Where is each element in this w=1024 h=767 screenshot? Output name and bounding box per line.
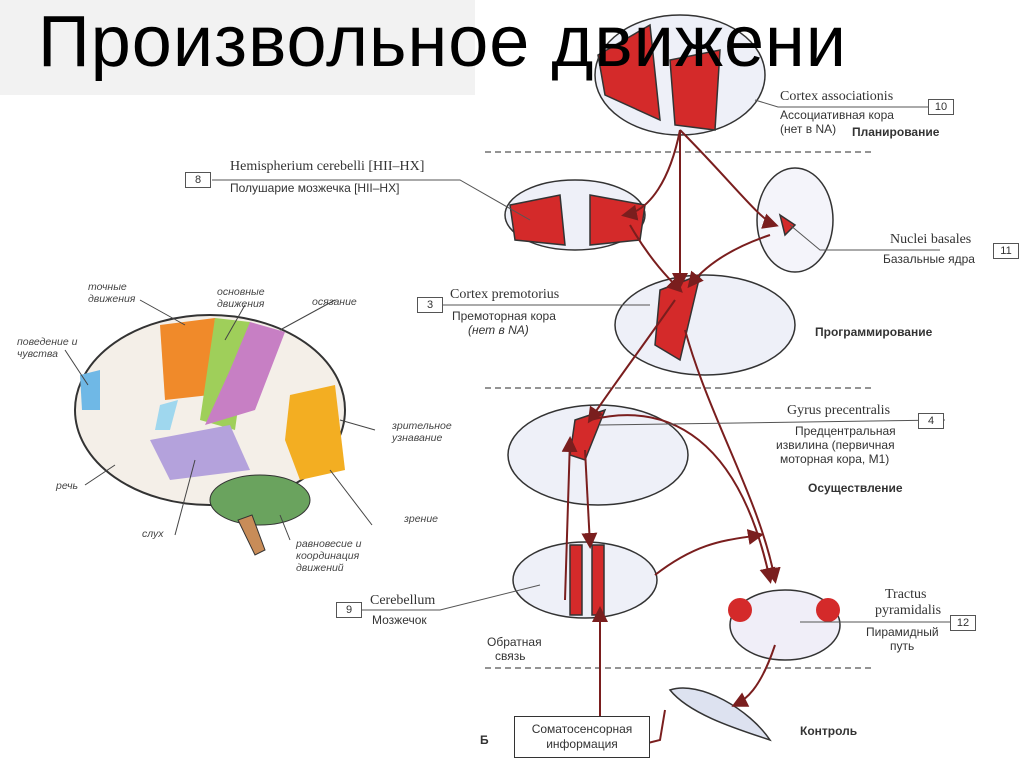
number-8: 8 (185, 172, 211, 188)
leader-lines (64, 99, 974, 623)
feedback-line-1: Обратная (487, 635, 542, 649)
number-3: 3 (417, 297, 443, 313)
number-4: 4 (918, 413, 944, 429)
label-hearing: слух (142, 528, 164, 540)
label-balance: равновесие и координация движений (296, 538, 362, 574)
nuclei-basales-latin: Nuclei basales (890, 232, 972, 247)
pyramidal-latin-1: Tractus (885, 587, 927, 602)
label-vision: зрение (404, 513, 439, 525)
precentral-russian-1: Предцентральная (795, 424, 896, 438)
stage-programming: Программирование (815, 325, 933, 339)
number-10: 10 (928, 99, 954, 115)
premotor-latin: Cortex premotorius (450, 287, 560, 302)
precentral-latin: Gyrus precentralis (787, 403, 891, 418)
hemispherium-latin: Hemispherium cerebelli [HII–HX] (230, 159, 425, 174)
label-touch: осязание (312, 296, 357, 308)
hemispherium-russian: Полушарие мозжечка [HII–HX] (230, 181, 400, 195)
number-9: 9 (336, 602, 362, 618)
lateral-brain-illustration (74, 314, 346, 556)
cerebellum-russian: Мозжечок (372, 613, 427, 627)
precentral-russian-2: извилина (первичная (776, 438, 895, 452)
premotor-note: (нет в NA) (468, 323, 529, 337)
label-behavior: поведение и чувства (17, 336, 78, 360)
pyramidal-russian-2: путь (890, 639, 915, 653)
cortex-assoc-russian: Ассоциативная кора (780, 108, 894, 122)
title-background (0, 0, 475, 95)
stage-control: Контроль (800, 724, 858, 738)
stage-execution: Осуществление (808, 481, 903, 495)
somatosensory-line-1: Соматосенсорная (531, 722, 633, 736)
label-visual-recognition: зрительное узнавание (392, 420, 452, 444)
premotor-russian: Премоторная кора (452, 309, 556, 323)
somatosensory-line-2: информация (546, 737, 618, 751)
cortex-assoc-latin: Cortex associationis (780, 89, 894, 104)
slide-title: Произвольное движени (38, 2, 848, 82)
precentral-russian-3: моторная кора, M1) (780, 452, 890, 466)
label-speech: речь (56, 480, 79, 492)
number-12: 12 (950, 615, 976, 631)
cortex-assoc-note: (нет в NA) (780, 122, 837, 136)
label-basic-movements: основные движения (217, 286, 265, 310)
somatosensory-box: Соматосенсорная информация (514, 716, 650, 758)
cerebellum-latin: Cerebellum (370, 593, 436, 608)
number-11: 11 (993, 243, 1019, 259)
nuclei-basales-russian: Базальные ядра (883, 252, 975, 266)
feedback-line-2: связь (495, 649, 526, 663)
label-fine-movements: точные движения (88, 281, 136, 305)
stage-planning: Планирование (852, 125, 940, 139)
pyramidal-russian-1: Пирамидный (866, 625, 939, 639)
panel-letter: Б (480, 733, 489, 747)
pyramidal-latin-2: pyramidalis (875, 603, 942, 618)
pathway-brains (504, 14, 841, 742)
